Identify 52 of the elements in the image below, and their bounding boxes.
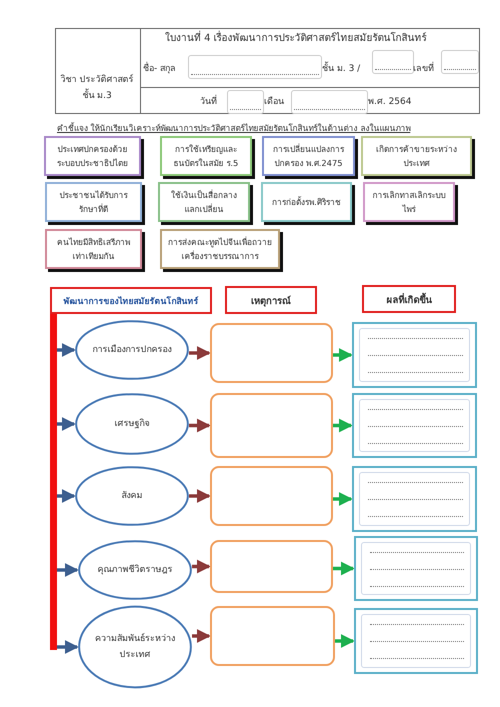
column-header: ผลที่เกิดขึ้น (362, 285, 456, 313)
event-box (210, 540, 333, 593)
word-card: การใช้เหรียญและธนบัตรในสมัย ร.5 (160, 136, 252, 176)
event-box (210, 393, 333, 458)
field-label: เลขที่ (413, 64, 434, 75)
field-label: ชื่อ- สกุล (143, 64, 176, 75)
word-card: ประชาชนได้รับการรักษาที่ดี (45, 182, 142, 222)
word-card: เกิดการค้าขายระหว่างประเทศ (361, 136, 472, 176)
word-card: ประเทศปกครองด้วยระบอบประชาธิปไตย (44, 136, 141, 176)
word-card: ใช้เงินเป็นสื่อกลางแลกเปลี่ยน (158, 182, 250, 222)
arrow (189, 346, 211, 360)
word-card: การก่อตั้งรพ.ศิริราช (261, 182, 352, 222)
answer-box (354, 608, 478, 674)
answer-box (352, 393, 477, 458)
arrow (333, 492, 353, 506)
topic-ellipse: ความสัมพันธ์ระหว่างประเทศ (78, 605, 192, 689)
event-box (210, 323, 333, 383)
field-label: เดือน (264, 97, 284, 108)
arrow (189, 418, 211, 432)
topic-ellipse: สังคม (75, 466, 189, 526)
word-card: การเลิกทาสเลิกระบบไพร่ (363, 182, 455, 222)
arrow (57, 489, 76, 503)
word-card: การเปลี่ยนแปลงการปกครอง พ.ศ.2475 (262, 136, 355, 176)
column-header: พัฒนาการของไทยสมัยรัตนโกสินทร์ (50, 287, 212, 314)
event-box (210, 466, 333, 526)
arrow (192, 560, 211, 574)
arrow (333, 348, 353, 362)
arrow (333, 418, 353, 432)
topic-ellipse: การเมืองการปกครอง (75, 320, 189, 380)
topic-ellipse: เศรษฐกิจ (75, 393, 189, 455)
arrow (57, 640, 79, 654)
arrow (192, 629, 211, 643)
topic-ellipse: คุณภาพชีวิตราษฎร (78, 540, 192, 600)
arrow (57, 563, 79, 577)
field-label: พ.ศ. 2564 (368, 97, 412, 108)
answer-box (354, 536, 478, 601)
arrow (57, 343, 76, 357)
instruction-text: คำชี้แจง ให้นักเรียนวิเคราะห์พัฒนาการประวัติศาสตร์ไทยสมัยรัตนโกสินทร์ในด้านต่าง ลงในแผนภาพ (57, 124, 410, 134)
word-card: คนไทยมีสิทธิเสรีภาพเท่าเทียมกัน (45, 229, 142, 269)
word-card: การส่งคณะทูตไปจีนเพื่อถวายเครื่องราชบรรณาการ (160, 229, 280, 269)
arrow (189, 489, 211, 503)
arrow (333, 562, 355, 576)
worksheet-title: ใบงานที่ 4 เรื่องพัฒนาการประวัติศาสตร์ไทยสมัยรัตนโกสินทร์ (165, 33, 427, 45)
field-label: วันที่ (200, 97, 217, 108)
answer-box (352, 466, 477, 532)
column-header: เหตุการณ์ (225, 286, 317, 314)
arrow (335, 634, 355, 648)
event-box (210, 606, 335, 666)
answer-box (352, 322, 477, 388)
arrow (57, 417, 76, 431)
subject-label: วิชา ประวัติศาสตร์ ชั้น ม.3 (60, 73, 134, 104)
field-label: ชั้น ม. 3 / (322, 64, 360, 75)
